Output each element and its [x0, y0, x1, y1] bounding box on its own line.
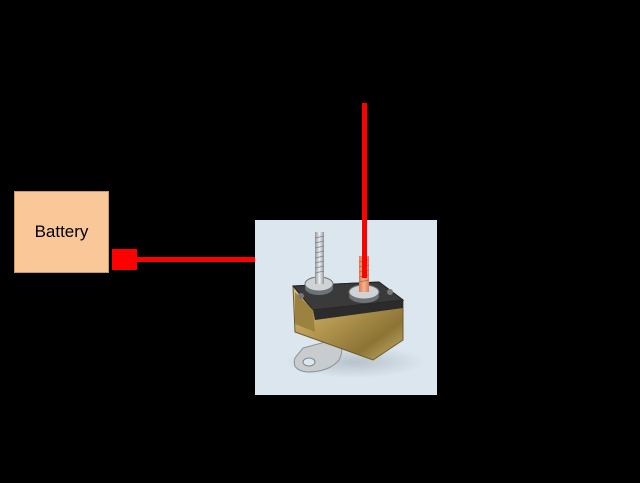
circuit-breaker-photo: [255, 220, 437, 395]
battery-terminal: [112, 249, 137, 270]
battery-box: Battery: [14, 191, 109, 273]
breaker-wire: [362, 103, 367, 278]
battery-label: Battery: [34, 222, 89, 241]
circuit-breaker-icon: [285, 232, 425, 378]
battery-wire: [137, 257, 319, 262]
